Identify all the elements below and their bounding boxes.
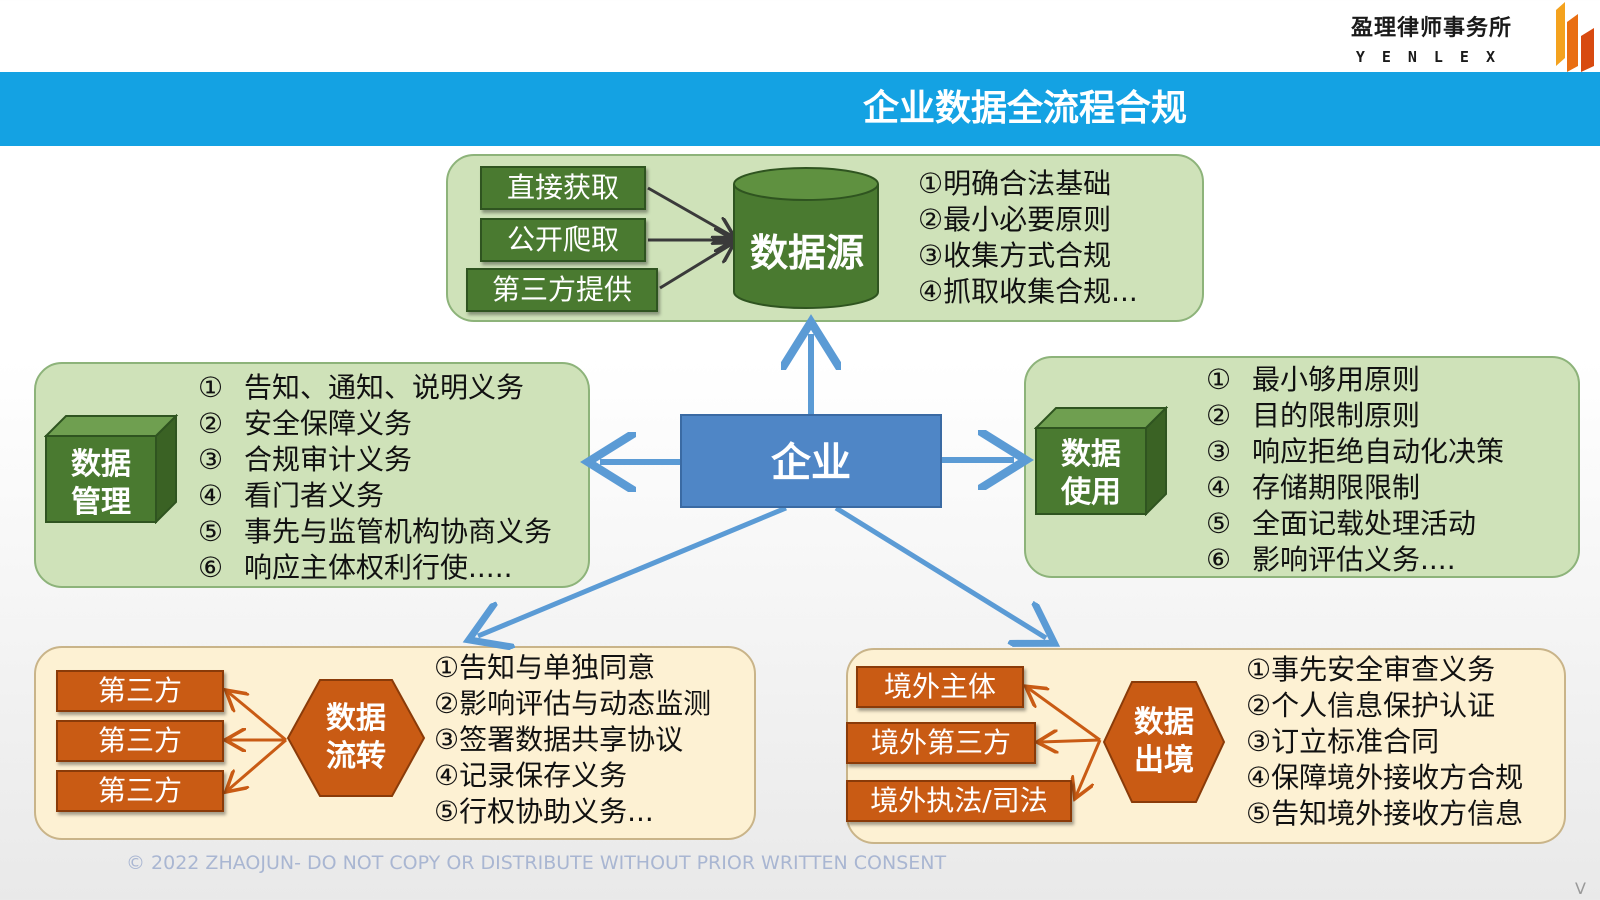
export-party-foreign-third-party: 境外第三方: [846, 722, 1036, 764]
label-line: 数据: [1061, 437, 1121, 472]
label-line: 数据: [1134, 705, 1194, 740]
flow-party-3: 第三方: [56, 770, 224, 812]
page-title: 企业数据全流程合规: [862, 88, 1187, 129]
export-party-foreign-entity: 境外主体: [856, 666, 1024, 708]
list-item: ①明确合法基础: [918, 167, 1112, 200]
data-source-label: 数据源: [749, 231, 864, 275]
corner-mark: V: [1575, 879, 1586, 898]
list-item: ②个人信息保护认证: [1246, 689, 1496, 722]
flow-party-1: 第三方: [56, 670, 224, 712]
list-item: ⑤告知境外接收方信息: [1246, 797, 1524, 830]
list-item: ③订立标准合同: [1246, 725, 1440, 758]
list-item: ②影响评估与动态监测: [434, 687, 712, 720]
title-bar: [0, 72, 1600, 146]
list-item: ③签署数据共享协议: [434, 723, 684, 756]
list-item: ④记录保存义务: [434, 759, 628, 792]
list-item: ①告知与单独同意: [434, 651, 656, 684]
flow-party-2: 第三方: [56, 720, 224, 762]
source-input-direct: 直接获取: [480, 166, 646, 210]
list-item: ①事先安全审查义务: [1246, 653, 1496, 686]
list-item: ④保障境外接收方合规: [1246, 761, 1524, 794]
list-item: ⑤行权协助义务...: [434, 795, 654, 828]
data-flow-label: 数据 流转: [286, 700, 426, 776]
label-line: 流转: [326, 739, 386, 774]
label-line: 出境: [1134, 743, 1194, 778]
source-input-third-party: 第三方提供: [466, 268, 658, 312]
export-hexagon-icon: [1102, 681, 1226, 803]
logo-bars-icon: [1556, 2, 1594, 72]
label-line: 管理: [71, 485, 131, 520]
list-item: ③收集方式合规: [918, 239, 1112, 272]
source-input-crawl: 公开爬取: [480, 218, 646, 262]
logo: 盈理律师事务所 YENLEX: [1351, 10, 1512, 66]
management-cube-icon: [44, 414, 178, 524]
enterprise-box: 企业: [680, 414, 942, 508]
data-export-label: 数据 出境: [1102, 704, 1226, 780]
data-use-label: 数据 使用: [1036, 436, 1146, 512]
database-cylinder-icon: [733, 167, 879, 309]
label-line: 数据: [326, 701, 386, 736]
usage-cube-icon: [1034, 406, 1168, 516]
data-source-list: ①明确合法基础 ②最小必要原则 ③收集方式合规 ④抓取收集合规...: [918, 166, 1138, 310]
label-line: 数据: [71, 447, 131, 482]
data-management-label: 数据 管理: [46, 446, 156, 522]
flow-hexagon-icon: [286, 679, 426, 797]
data-export-list: ①事先安全审查义务 ②个人信息保护认证 ③订立标准合同 ④保障境外接收方合规 ⑤…: [1246, 652, 1523, 832]
export-party-foreign-law-enforcement: 境外执法/司法: [846, 780, 1072, 822]
logo-cn-text: 盈理律师事务所: [1350, 16, 1512, 41]
list-item: ④抓取收集合规...: [918, 275, 1138, 308]
logo-en-text: YENLEX: [1355, 48, 1512, 66]
list-item: ②最小必要原则: [918, 203, 1112, 236]
data-flow-list: ①告知与单独同意 ②影响评估与动态监测 ③签署数据共享协议 ④记录保存义务 ⑤行…: [434, 650, 711, 830]
copyright-footer: © 2022 ZHAOJUN- DO NOT COPY OR DISTRIBUT…: [126, 852, 947, 874]
label-line: 使用: [1061, 475, 1121, 510]
